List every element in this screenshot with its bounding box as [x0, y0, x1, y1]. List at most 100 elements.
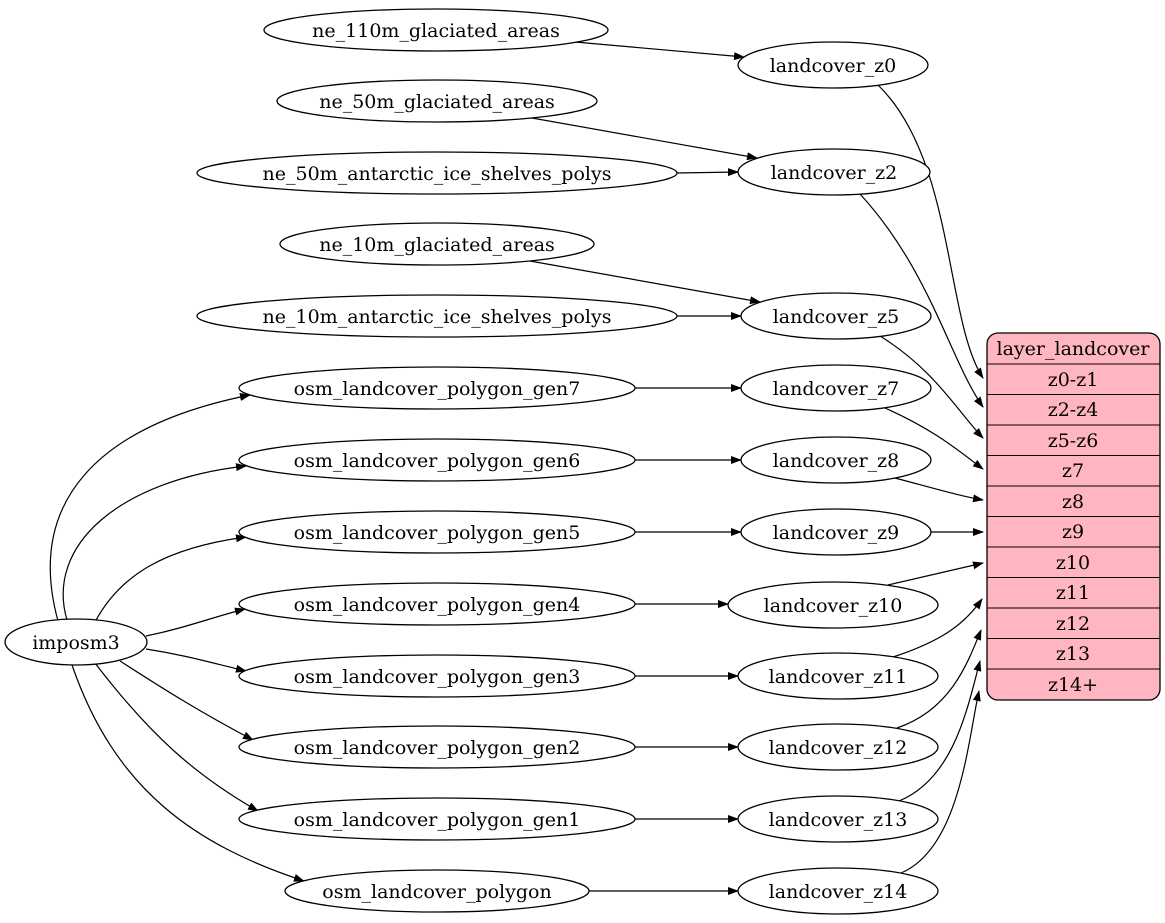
edge-imposm3-to-osm-landcover-polygon-gen2	[119, 660, 254, 741]
node-landcover-z13: landcover_z13	[737, 795, 939, 843]
edge-imposm3-to-osm-landcover-polygon-gen7	[49, 393, 251, 622]
layer-landcover-table: layer_landcover z0-z1 z2-z4 z5-z6 z7 z8 …	[986, 332, 1161, 701]
edge-landcover-z5-to-row-z5-z6	[879, 335, 984, 439]
table-row-z12: z12	[1056, 613, 1090, 635]
node-ne-10m-antarctic-ice-shelves-polys-ellipse	[196, 294, 678, 338]
node-osm-landcover-polygon-gen2: osm_landcover_polygon_gen2	[238, 725, 636, 769]
node-imposm3-ellipse	[4, 618, 148, 666]
node-osm-landcover-polygon-label: osm_landcover_polygon	[322, 881, 551, 903]
edge-landcover-z14-to-row-z14plus	[900, 690, 981, 874]
node-osm-landcover-polygon-gen7-label: osm_landcover_polygon_gen7	[294, 378, 581, 400]
node-ne-10m-antarctic-ice-shelves-polys-label: ne_10m_antarctic_ice_shelves_polys	[263, 306, 612, 328]
table-row-z13: z13	[1056, 643, 1090, 665]
node-landcover-z7: landcover_z7	[740, 364, 932, 412]
node-osm-landcover-polygon-gen3: osm_landcover_polygon_gen3	[238, 654, 636, 698]
node-landcover-z0: landcover_z0	[737, 41, 929, 89]
table-row-z8: z8	[1062, 491, 1084, 513]
edge-landcover-z0-to-row-z0-z1	[877, 84, 984, 379]
edge-landcover-z13-to-row-z13	[898, 660, 982, 802]
node-landcover-z9-label: landcover_z9	[773, 522, 900, 544]
node-landcover-z5: landcover_z5	[740, 292, 932, 340]
node-osm-landcover-polygon-gen6: osm_landcover_polygon_gen6	[238, 438, 636, 482]
node-ne-10m-glaciated-areas-ellipse	[279, 222, 595, 266]
node-ne-110m-glaciated-areas-label: ne_110m_glaciated_areas	[312, 20, 560, 42]
node-landcover-z0-label: landcover_z0	[770, 55, 897, 77]
node-osm-landcover-polygon-gen5-label: osm_landcover_polygon_gen5	[294, 522, 581, 544]
node-landcover-z2-label: landcover_z2	[771, 162, 898, 184]
table-row-z7: z7	[1062, 460, 1084, 482]
node-osm-landcover-polygon-gen1-label: osm_landcover_polygon_gen1	[294, 809, 581, 831]
node-landcover-z8-label: landcover_z8	[773, 450, 900, 472]
node-osm-landcover-polygon-gen6-label: osm_landcover_polygon_gen6	[294, 450, 581, 472]
node-landcover-z8-ellipse	[740, 436, 932, 484]
node-osm-landcover-polygon: osm_landcover_polygon	[284, 869, 590, 913]
node-osm-landcover-polygon-gen5-ellipse	[238, 510, 636, 554]
node-imposm3: imposm3	[4, 618, 148, 666]
node-landcover-z9-ellipse	[740, 508, 932, 556]
node-landcover-z0-ellipse	[737, 41, 929, 89]
node-osm-landcover-polygon-gen2-label: osm_landcover_polygon_gen2	[294, 737, 581, 759]
layer-landcover-table-title: layer_landcover	[997, 338, 1151, 360]
node-osm-landcover-polygon-gen7: osm_landcover_polygon_gen7	[238, 366, 636, 410]
table-row-z11: z11	[1056, 582, 1090, 604]
node-landcover-z11-ellipse	[737, 652, 939, 700]
edge-imposm3-to-osm-landcover-polygon-gen5	[94, 534, 247, 623]
node-landcover-z11: landcover_z11	[737, 652, 939, 700]
edge-ne-50m-antarctic-ice-shelves-polys-to-landcover-z2	[676, 168, 739, 177]
node-landcover-z8: landcover_z8	[740, 436, 932, 484]
node-landcover-z5-ellipse	[740, 292, 932, 340]
node-ne-50m-glaciated-areas-ellipse	[276, 79, 598, 123]
node-landcover-z7-label: landcover_z7	[773, 378, 900, 400]
node-ne-10m-antarctic-ice-shelves-polys: ne_10m_antarctic_ice_shelves_polys	[196, 294, 678, 338]
edge-landcover-z8-to-row-z8	[894, 477, 984, 503]
node-landcover-z13-label: landcover_z13	[769, 809, 908, 831]
node-ne-110m-glaciated-areas-ellipse	[263, 8, 609, 52]
node-landcover-z10: landcover_z10	[727, 581, 939, 629]
node-landcover-z14: landcover_z14	[737, 867, 939, 915]
node-osm-landcover-polygon-gen5: osm_landcover_polygon_gen5	[238, 510, 636, 554]
table-row-z9: z9	[1062, 521, 1084, 543]
node-osm-landcover-polygon-gen2-ellipse	[238, 725, 636, 769]
table-row-z2-z4: z2-z4	[1048, 399, 1099, 421]
node-landcover-z11-label: landcover_z11	[769, 666, 908, 688]
edge-landcover-z12-to-row-z12	[896, 629, 982, 729]
node-landcover-z12-ellipse	[737, 723, 939, 771]
node-osm-landcover-polygon-gen3-label: osm_landcover_polygon_gen3	[294, 666, 581, 688]
edge-landcover-z2-to-row-z2-z4	[859, 193, 984, 408]
node-osm-landcover-polygon-ellipse	[284, 869, 590, 913]
edge-landcover-z10-to-row-z10	[887, 561, 984, 586]
node-landcover-z12: landcover_z12	[737, 723, 939, 771]
edge-landcover-z7-to-row-z7	[884, 407, 984, 470]
node-landcover-z10-ellipse	[727, 581, 939, 629]
node-ne-50m-antarctic-ice-shelves-polys: ne_50m_antarctic_ice_shelves_polys	[196, 151, 678, 195]
edge-group	[49, 41, 984, 895]
edge-imposm3-to-osm-landcover-polygon-gen6	[62, 463, 247, 621]
node-ne-50m-antarctic-ice-shelves-polys-label: ne_50m_antarctic_ice_shelves_polys	[263, 163, 612, 185]
node-ne-50m-glaciated-areas: ne_50m_glaciated_areas	[276, 79, 598, 123]
table-row-z10: z10	[1056, 552, 1090, 574]
node-ne-110m-glaciated-areas: ne_110m_glaciated_areas	[263, 8, 609, 52]
node-ne-50m-glaciated-areas-label: ne_50m_glaciated_areas	[319, 91, 555, 113]
node-landcover-z10-label: landcover_z10	[764, 595, 903, 617]
edge-ne-50m-glaciated-areas-to-landcover-z2	[531, 117, 758, 161]
node-landcover-z5-label: landcover_z5	[773, 306, 900, 328]
node-osm-landcover-polygon-gen6-ellipse	[238, 438, 636, 482]
table-row-z0-z1: z0-z1	[1048, 369, 1099, 391]
node-landcover-z14-label: landcover_z14	[769, 881, 908, 903]
node-osm-landcover-polygon-gen4-label: osm_landcover_polygon_gen4	[294, 594, 581, 616]
node-imposm3-label: imposm3	[32, 632, 120, 654]
edge-imposm3-to-osm-landcover-polygon-gen3	[145, 648, 247, 673]
edge-ne-110m-glaciated-areas-to-landcover-z0	[574, 41, 745, 61]
table-row-z14plus: z14+	[1048, 674, 1098, 696]
node-landcover-z2: landcover_z2	[737, 148, 931, 196]
node-landcover-z2-ellipse	[737, 148, 931, 196]
table-row-z5-z6: z5-z6	[1048, 430, 1099, 452]
node-osm-landcover-polygon-gen7-ellipse	[238, 366, 636, 410]
node-ne-10m-glaciated-areas-label: ne_10m_glaciated_areas	[319, 234, 555, 256]
node-landcover-z13-ellipse	[737, 795, 939, 843]
node-landcover-z12-label: landcover_z12	[769, 737, 908, 759]
node-osm-landcover-polygon-gen1-ellipse	[238, 797, 636, 841]
edge-landcover-z11-to-row-z11	[892, 598, 983, 658]
